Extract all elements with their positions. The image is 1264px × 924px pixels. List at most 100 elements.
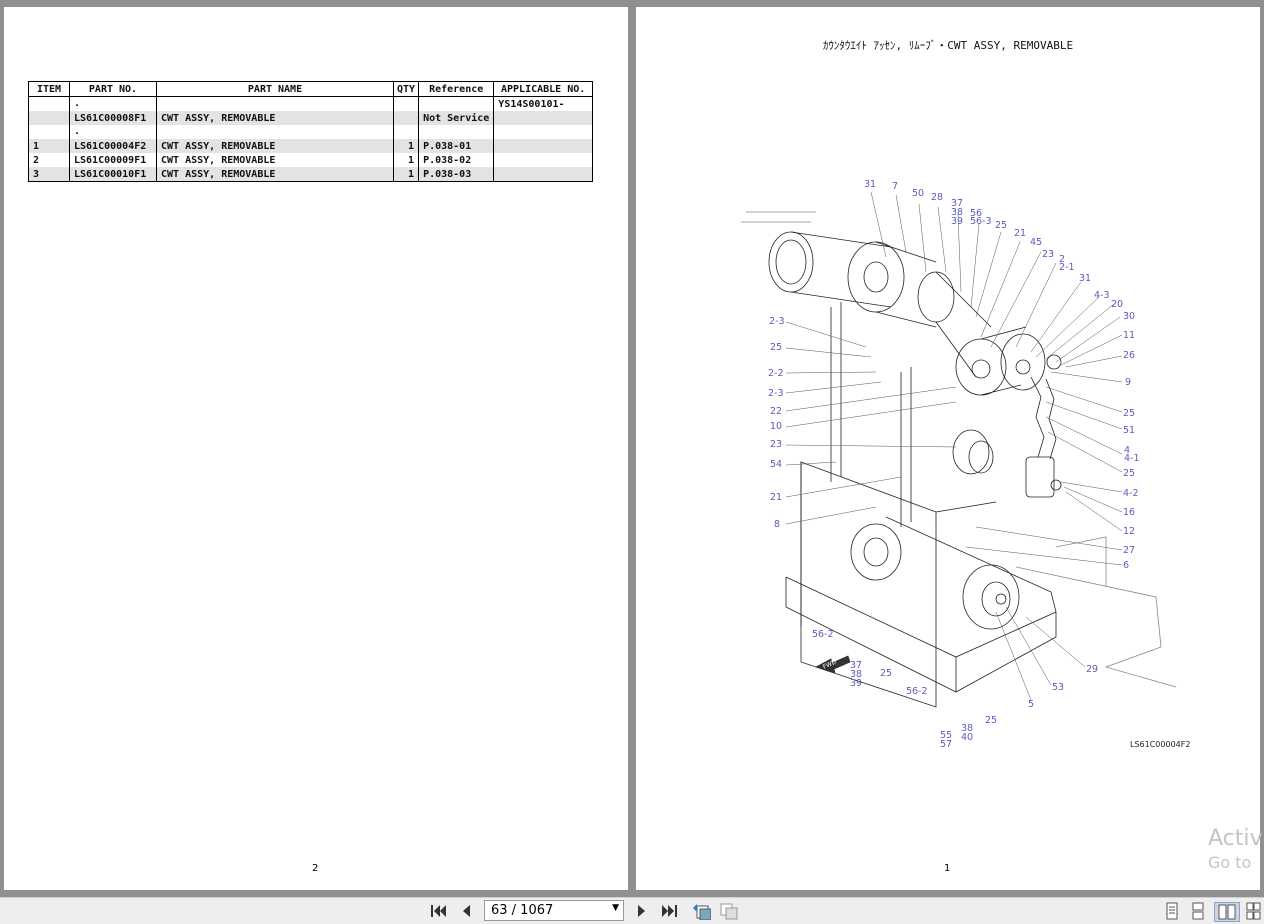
reference-cell: P.038-01 (418, 139, 495, 153)
applicable-cell (493, 125, 593, 139)
callout-label: 23 (770, 439, 782, 450)
callout-label: 4 (1124, 445, 1130, 456)
callout-label: 51 (1123, 425, 1135, 436)
applicable-cell (493, 111, 593, 125)
part-no-cell: LS61C00010F1 (69, 167, 157, 182)
watermark-line-2: Go to (1208, 853, 1252, 872)
qty-cell (392, 111, 420, 125)
last-page-icon[interactable] (660, 902, 680, 920)
callout-label: 25 (1123, 468, 1135, 479)
go-back-icon[interactable] (690, 902, 712, 920)
callout-label: 31 (1079, 273, 1091, 284)
drawing-code: LS61C00004F2 (1130, 740, 1191, 749)
callout-label: 39 (951, 216, 963, 227)
callout-label: 4-3 (1094, 290, 1110, 301)
table-row: LS61C00008F1 CWT ASSY, REMOVABLE Not Ser… (28, 111, 593, 125)
reference-cell: P.038-03 (418, 167, 495, 182)
callout-label: 16 (1123, 507, 1135, 518)
prev-page-icon[interactable] (456, 902, 476, 920)
parts-table: ITEM PART NO. PART NAME QTY Reference AP… (28, 81, 593, 182)
reference-cell: Not Service (418, 111, 495, 125)
part-name-cell (156, 125, 394, 139)
reference-cell (418, 125, 495, 139)
callout-label: 53 (1052, 682, 1064, 693)
part-name-cell: CWT ASSY, REMOVABLE (156, 167, 394, 182)
callout-label: 57 (940, 739, 952, 750)
left-page: ITEM PART NO. PART NAME QTY Reference AP… (4, 7, 628, 890)
callout-label: 37 (951, 198, 963, 209)
chevron-down-icon: ▼ (612, 903, 619, 913)
callout-label: 20 (1111, 299, 1123, 310)
right-page-number: 1 (944, 863, 951, 874)
callout-label: 39 (850, 678, 862, 689)
callout-label: 7 (892, 181, 898, 192)
callout-label: 4-2 (1123, 488, 1139, 499)
callout-label: 40 (961, 732, 973, 743)
reference-cell: P.038-02 (418, 153, 495, 167)
navigation-toolbar: 63 / 1067 ▼ (0, 897, 1264, 924)
col-applicable-header: APPLICABLE NO. (493, 81, 593, 97)
callout-label: 8 (774, 519, 780, 530)
callout-label: 10 (770, 421, 782, 432)
applicable-cell (493, 153, 593, 167)
part-no-cell: LS61C00009F1 (69, 153, 157, 167)
callout-label: 2 (1059, 254, 1065, 265)
part-no-cell: LS61C00004F2 (69, 139, 157, 153)
exploded-parts-diagram: 31 7 50 28 37 38 39 56 56-3 25 21 45 23 … (741, 179, 1177, 750)
col-part-name-header: PART NAME (156, 81, 394, 97)
table-row: . YS14S00101- (28, 96, 593, 111)
qty-cell: 1 (392, 167, 420, 182)
diagram-title: ｶｳﾝﾀｳｴｲﾄ ｱｯｾﾝ, ﾘﾑｰﾌﾞ・CWT ASSY, REMOVABLE (822, 39, 1074, 52)
callout-label: 21 (770, 492, 782, 503)
qty-cell: 1 (392, 153, 420, 167)
qty-cell (392, 96, 420, 111)
part-name-cell: CWT ASSY, REMOVABLE (156, 139, 394, 153)
callout-label: 11 (1123, 330, 1135, 341)
callout-label: 2-1 (1059, 262, 1075, 273)
table-row: 2 LS61C00009F1 CWT ASSY, REMOVABLE 1 P.0… (28, 153, 593, 167)
left-page-number: 2 (312, 863, 319, 874)
callout-label: 25 (880, 668, 892, 679)
activation-watermark: Activ Go to (1208, 826, 1263, 874)
callout-label: 2-2 (768, 368, 784, 379)
callout-labels: 31 7 50 28 37 38 39 56 56-3 25 21 45 23 … (768, 179, 1140, 750)
continuous-view-icon[interactable] (1188, 902, 1208, 920)
col-reference-header: Reference (418, 81, 495, 97)
col-item-header: ITEM (28, 81, 70, 97)
two-page-view-icon[interactable] (1214, 902, 1240, 922)
callout-label: 27 (1123, 545, 1135, 556)
applicable-cell (493, 167, 593, 182)
diagram-drawing (741, 211, 1177, 708)
callout-label: 23 (1042, 249, 1054, 260)
page-number-select[interactable]: 63 / 1067 ▼ (484, 900, 624, 921)
callout-label: 25 (1123, 408, 1135, 419)
go-forward-icon[interactable] (718, 902, 740, 920)
callout-label: 29 (1086, 664, 1098, 675)
callout-label: 5 (1028, 699, 1034, 710)
callout-label: 56-2 (906, 686, 928, 697)
callout-label: 4-1 (1124, 453, 1140, 464)
single-page-view-icon[interactable] (1162, 902, 1182, 920)
callout-label: 38 (850, 669, 862, 680)
item-cell: 2 (28, 153, 70, 167)
item-cell: 3 (28, 167, 70, 182)
right-page: ｶｳﾝﾀｳｴｲﾄ ｱｯｾﾝ, ﾘﾑｰﾌﾞ・CWT ASSY, REMOVABLE (636, 7, 1260, 890)
callout-label: 25 (995, 220, 1007, 231)
callout-label: 6 (1123, 560, 1129, 571)
callout-label: 12 (1123, 526, 1135, 537)
callout-label: 25 (985, 715, 997, 726)
part-name-cell (156, 96, 394, 111)
item-cell: 1 (28, 139, 70, 153)
two-page-continuous-view-icon[interactable] (1244, 902, 1262, 920)
item-cell (28, 96, 70, 111)
callout-label: 45 (1030, 237, 1042, 248)
part-no-cell: . (69, 125, 157, 139)
fwd-arrow-icon (814, 655, 851, 674)
callout-label: 56-3 (970, 216, 992, 227)
callout-label: 50 (912, 188, 924, 199)
first-page-icon[interactable] (428, 902, 448, 920)
callout-label: 56-2 (812, 629, 834, 640)
callout-label: 30 (1123, 311, 1135, 322)
col-part-no-header: PART NO. (69, 81, 157, 97)
next-page-icon[interactable] (632, 902, 652, 920)
